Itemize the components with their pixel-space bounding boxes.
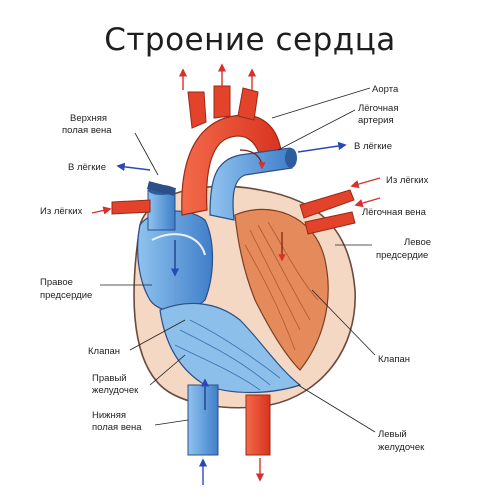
label-from-lungs-right: Из лёгких	[386, 175, 429, 186]
superior-vena-cava	[147, 189, 176, 231]
label-left-atrium-2: предсердие	[376, 250, 428, 261]
inferior-vena-cava	[187, 384, 219, 456]
rv-striations	[174, 319, 281, 391]
label-pulmonary-artery-1: Лёгочная	[358, 103, 398, 114]
label-pulmonary-vein: Лёгочная вена	[362, 207, 427, 218]
label-right-atrium-1: Правое	[40, 277, 73, 288]
label-svc-1: Верхняя	[70, 113, 107, 124]
label-valve-right: Клапан	[378, 354, 410, 365]
pulmonary-artery	[209, 147, 293, 221]
label-right-ventricle-1: Правый	[92, 373, 127, 384]
label-valve-left: Клапан	[88, 346, 120, 357]
label-svc-2: полая вена	[62, 125, 112, 136]
muscle-striations	[244, 221, 319, 351]
diagram-title: Строение сердца	[104, 22, 396, 58]
label-right-atrium-2: предсердие	[40, 290, 92, 301]
label-from-lungs-left: Из лёгких	[40, 206, 83, 217]
label-left-ventricle-1: Левый	[378, 429, 407, 440]
labels-right: Аорта Лёгочная артерия В лёгкие Из лёгки…	[354, 84, 431, 453]
pulmonary-vein-left	[111, 199, 151, 215]
pulmonary-vein-lower	[304, 211, 356, 235]
label-left-atrium-1: Левое	[404, 237, 431, 248]
label-to-lungs-left: В лёгкие	[68, 162, 106, 173]
labels-left: Верхняя полая вена В лёгкие Из лёгких Пр…	[40, 113, 142, 433]
right-ventricle	[159, 302, 302, 394]
left-ventricle	[234, 208, 329, 371]
label-aorta: Аорта	[372, 84, 399, 95]
descending-aorta	[245, 394, 271, 456]
label-to-lungs-right: В лёгкие	[354, 141, 392, 152]
label-pulmonary-artery-2: артерия	[358, 115, 394, 126]
leader-lines	[100, 87, 376, 433]
label-right-ventricle-2: желудочек	[92, 385, 139, 396]
label-ivc-1: Нижняя	[92, 410, 126, 421]
pulmonary-vein-upper	[299, 189, 355, 219]
label-left-ventricle-2: желудочек	[378, 442, 425, 453]
label-ivc-2: полая вена	[92, 422, 142, 433]
